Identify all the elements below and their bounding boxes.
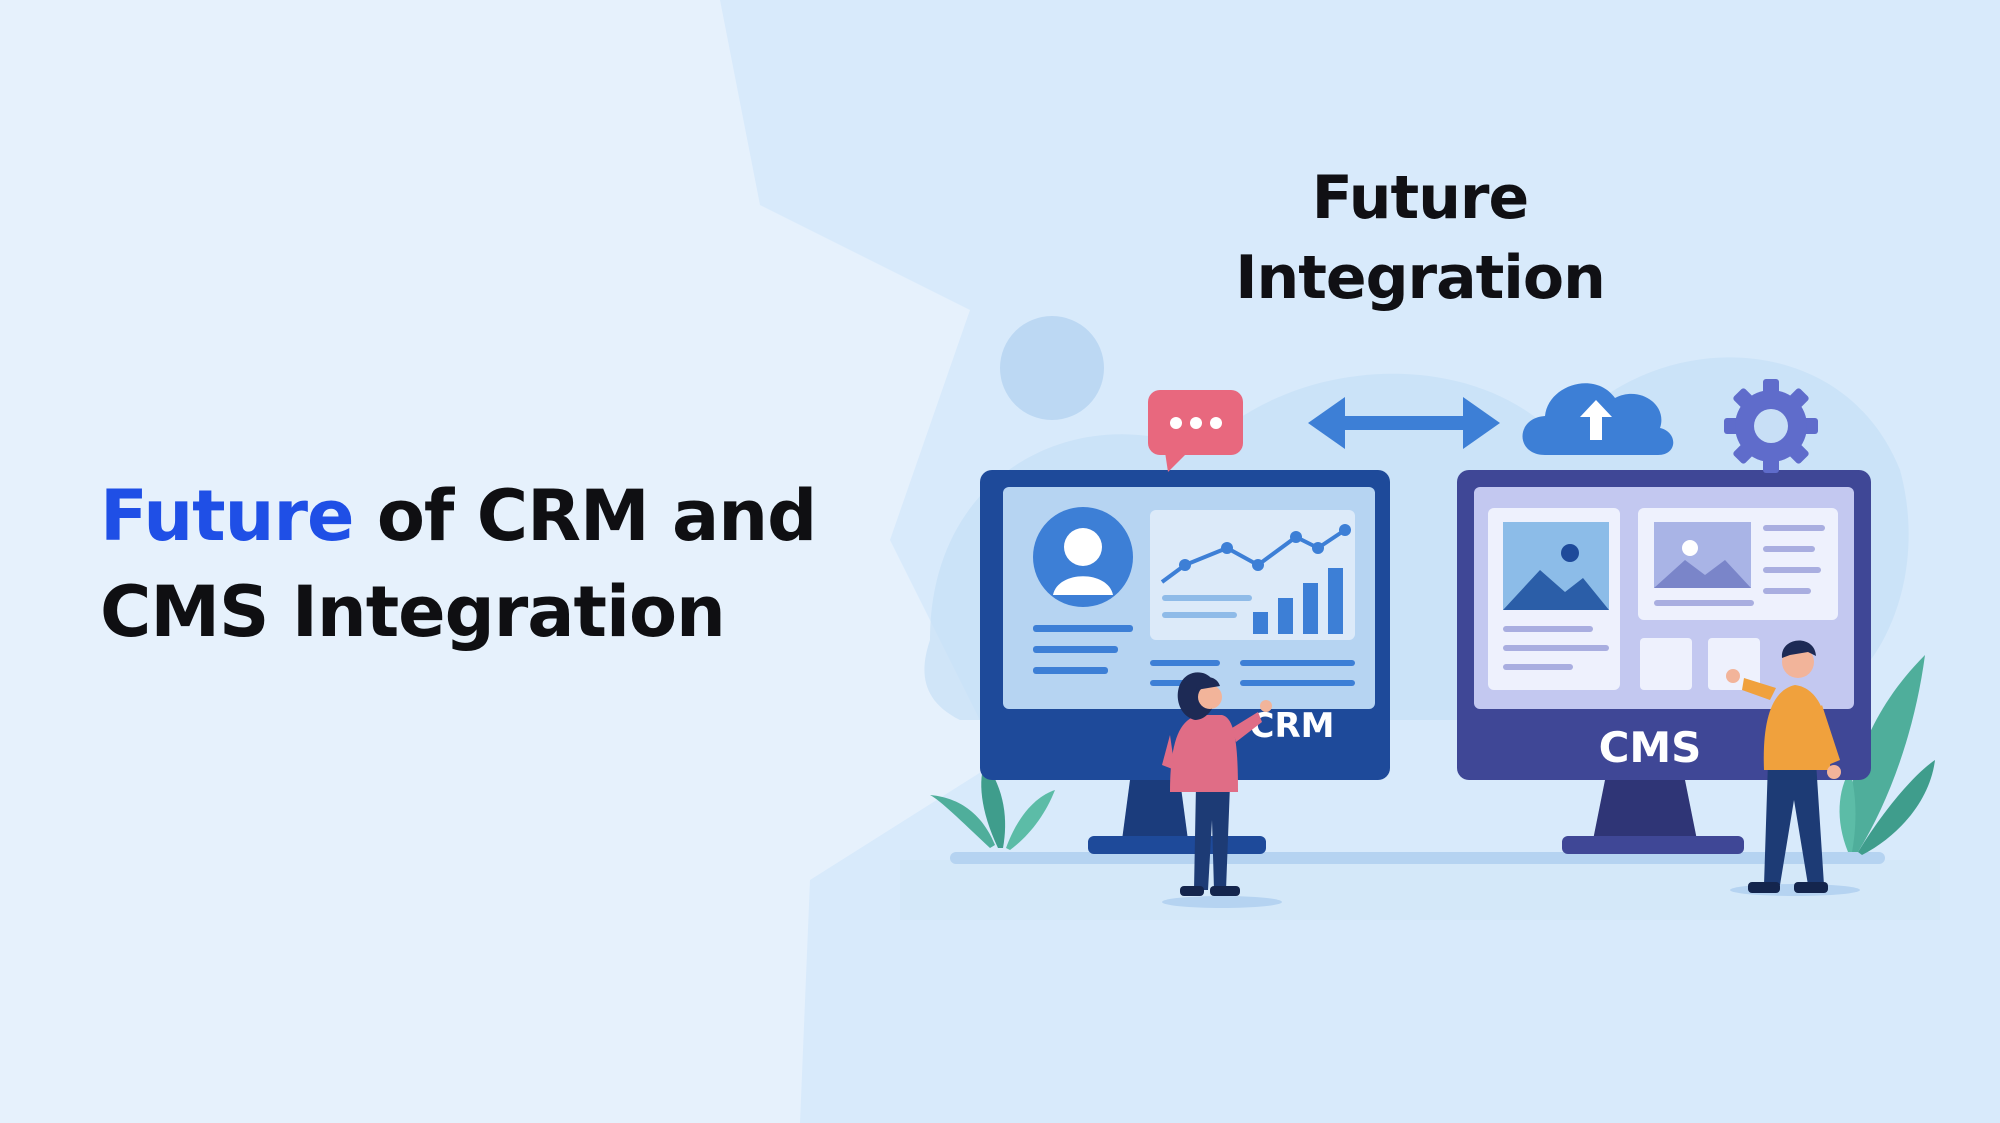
cms-monitor: CMS — [1457, 470, 1871, 854]
crm-monitor: CRM — [980, 470, 1390, 854]
cms-monitor-label: CMS — [1599, 723, 1702, 772]
chat-bubble-icon — [1148, 390, 1243, 472]
headline-accent: Future — [100, 475, 354, 557]
leaf-icon-right — [1839, 655, 1935, 855]
image-icon — [1503, 522, 1609, 610]
illustration-title: Future Integration — [1235, 163, 1606, 313]
integration-illustration: CRM — [900, 316, 1940, 920]
floor-line — [950, 852, 1885, 864]
double-arrow-icon — [1308, 397, 1500, 449]
man-figure — [1726, 640, 1860, 896]
cloud-upload-icon — [1522, 383, 1674, 455]
user-avatar-icon — [1033, 507, 1133, 607]
image-icon-small — [1654, 522, 1751, 588]
headline-line2: CMS Integration — [100, 571, 726, 653]
headline-line1-rest: of CRM and — [353, 475, 817, 557]
line-chart-icon — [1160, 524, 1351, 584]
bar-chart-icon — [1253, 568, 1343, 634]
leaf-icon-left — [930, 762, 1055, 850]
woman-figure — [1162, 672, 1282, 908]
page-headline: Future of CRM and CMS Integration — [100, 468, 817, 660]
gear-icon — [1724, 379, 1818, 473]
crm-monitor-label: CRM — [1250, 706, 1335, 746]
